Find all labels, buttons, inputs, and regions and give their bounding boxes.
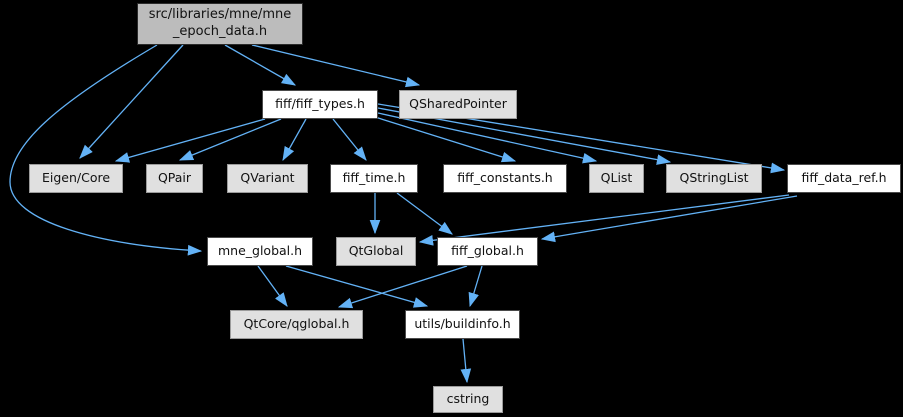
- edge-fiff-types-to-qpair: [178, 118, 282, 161]
- edge-fiff-types-to-qlist: [377, 112, 598, 164]
- edge-fiff-global-to-qtcore-qglobal: [337, 265, 468, 309]
- edge-fiff-types-to-fiff-constants: [374, 116, 517, 163]
- node-fiff-constants-h[interactable]: fiff_constants.h: [443, 164, 567, 193]
- node-qpair: QPair: [146, 164, 203, 193]
- node-qsharedpointer: QSharedPointer: [399, 90, 517, 119]
- edge-fiff-types-to-qvariant: [282, 118, 307, 162]
- node-qtcore-qglobal-h: QtCore/qglobal.h: [230, 310, 363, 339]
- node-fiff-time-h[interactable]: fiff_time.h: [330, 164, 418, 193]
- edge-fiff-data-ref-to-fiff-global: [540, 195, 798, 243]
- edge-fiff-types-to-eigen-core: [114, 118, 266, 163]
- edge-mne-global-to-utils-buildinfo: [285, 265, 429, 308]
- node-eigen-core: Eigen/Core: [29, 164, 123, 193]
- node-qstringlist: QStringList: [666, 164, 762, 193]
- edge-fiff-global-to-utils-buildinfo: [468, 265, 483, 308]
- edge-mne-epoch-data-to-eigen-core: [79, 44, 184, 159]
- node-utils-buildinfo-h[interactable]: utils/buildinfo.h: [405, 310, 520, 339]
- edge-fiff-time-to-fiff-global: [396, 192, 453, 235]
- node-qvariant: QVariant: [227, 164, 308, 193]
- edge-mne-epoch-data-to-fiff-types: [224, 44, 297, 86]
- edge-mne-global-to-qtcore-qglobal: [257, 265, 288, 307]
- edge-fiff-types-to-fiff-time: [332, 118, 367, 161]
- node-src-libraries-mne-mne-epoch-data-h: src/libraries/mne/mne _epoch_data.h: [137, 3, 303, 45]
- node-fiff-global-h[interactable]: fiff_global.h: [437, 237, 538, 266]
- node-qlist: QList: [589, 164, 644, 193]
- node-fiff-data-ref-h[interactable]: fiff_data_ref.h: [787, 164, 901, 193]
- edge-fiff-data-ref-to-qtglobal: [418, 194, 790, 246]
- node-qtglobal: QtGlobal: [336, 237, 416, 266]
- edge-utils-buildinfo-to-cstring: [460, 338, 472, 384]
- node-mne-global-h[interactable]: mne_global.h: [207, 237, 313, 266]
- edge-mne-epoch-data-to-qsharedpointer: [251, 44, 421, 88]
- node-cstring: cstring: [433, 386, 503, 413]
- node-fiff-fiff-types-h[interactable]: fiff/fiff_types.h: [262, 90, 378, 119]
- edge-mne-epoch-data-to-mne-global: [9, 44, 203, 256]
